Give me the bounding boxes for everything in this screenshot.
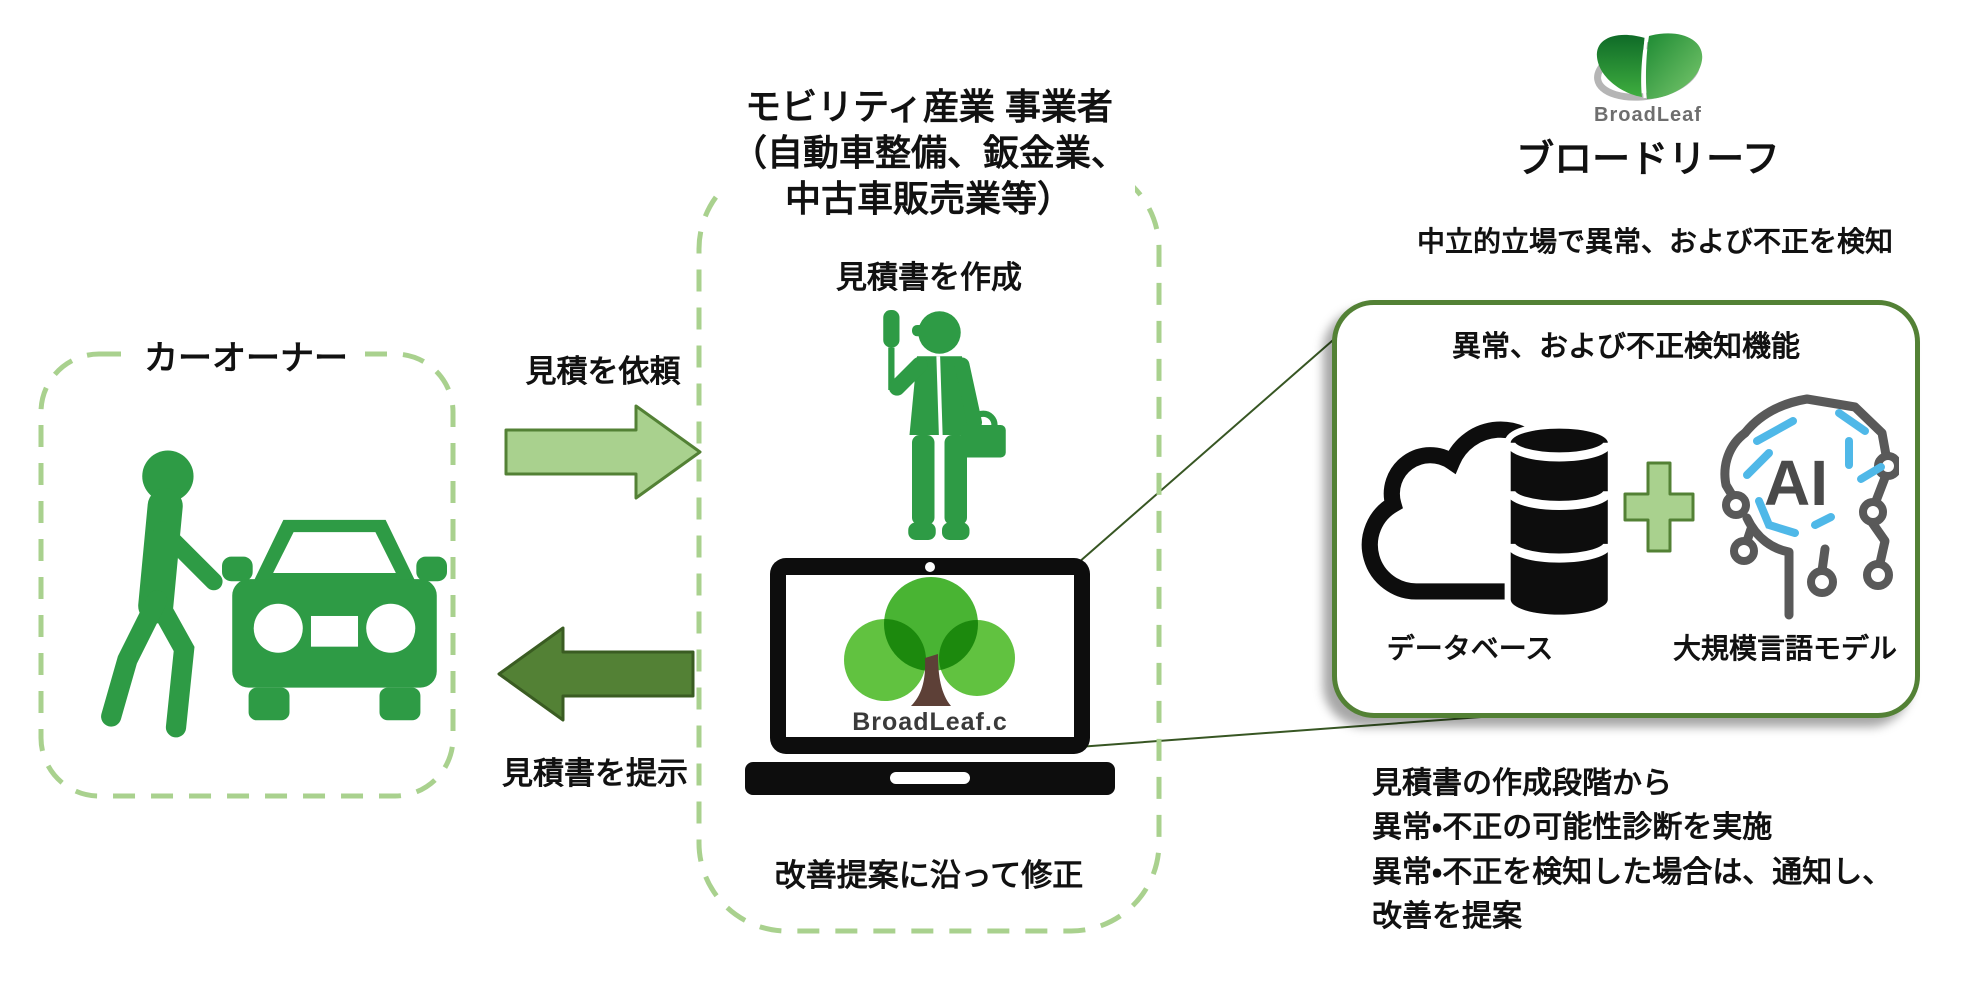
revise-label: 改善提案に沿って修正 <box>774 858 1084 893</box>
car-owner-box-border <box>38 351 456 799</box>
mobility-box-border <box>696 158 1162 934</box>
tree-logo <box>844 577 1015 706</box>
broadleaf-subtitle: 中立的立場で異常、および不正を検知 <box>1416 226 1894 257</box>
laptop-logo-text: BroadLeaf.c <box>852 708 1007 736</box>
connector-line-top <box>1077 333 1341 564</box>
laptop-icon: BroadLeaf.c <box>745 558 1115 795</box>
present-arrow-left <box>497 626 695 722</box>
broadleaf-company-name: ブロードリーフ <box>1516 139 1780 181</box>
present-estimate-label: 見積書を提示 <box>502 756 688 791</box>
mobility-title: モビリティ産業 事業者 （自動車整備、鈑金業、 中古車販売業等） <box>722 84 1136 223</box>
plus-icon <box>1623 461 1695 553</box>
detection-note-line1: 見積書の作成段階から <box>1372 767 1672 800</box>
walking-person-icon <box>101 450 223 738</box>
create-estimate-label: 見積書を作成 <box>836 260 1022 295</box>
car-icon <box>222 519 447 721</box>
broadleaf-logo-word: BroadLeaf <box>1594 104 1702 126</box>
detection-note-line2: 異常・不正の可能性診断を実施 <box>1372 811 1773 845</box>
detection-box: 異常、および不正検知機能 <box>1332 300 1920 718</box>
detection-box-title: 異常、および不正検知機能 <box>1451 331 1801 363</box>
mobility-title-line3: 中古車販売業等） <box>784 178 1074 220</box>
detection-note: 見積書の作成段階から 異常・不正の可能性診断を実施 異常・不正を検知した場合は、… <box>1372 762 1892 940</box>
car-owner-title: カーオーナー <box>128 330 364 380</box>
request-arrow-right <box>504 404 702 500</box>
llm-label: 大規模言語モデル <box>1672 633 1898 664</box>
mobility-title-line2: （自動車整備、鈑金業、 <box>730 132 1128 174</box>
cloud-database-icon <box>1361 421 1614 621</box>
mobility-title-line1: モビリティ産業 事業者 <box>745 86 1113 127</box>
ai-brain-icon: AI <box>1720 394 1899 620</box>
broadleaf-logo-icon <box>1594 33 1703 101</box>
detection-note-line4: 改善を提案 <box>1372 900 1522 934</box>
mechanic-icon <box>883 310 1006 540</box>
request-estimate-label: 見積を依頼 <box>525 354 681 389</box>
detection-note-line3: 異常・不正を検知した場合は、通知し、 <box>1372 855 1893 889</box>
ai-text: AI <box>1764 447 1828 519</box>
database-label: データベース <box>1386 633 1554 664</box>
